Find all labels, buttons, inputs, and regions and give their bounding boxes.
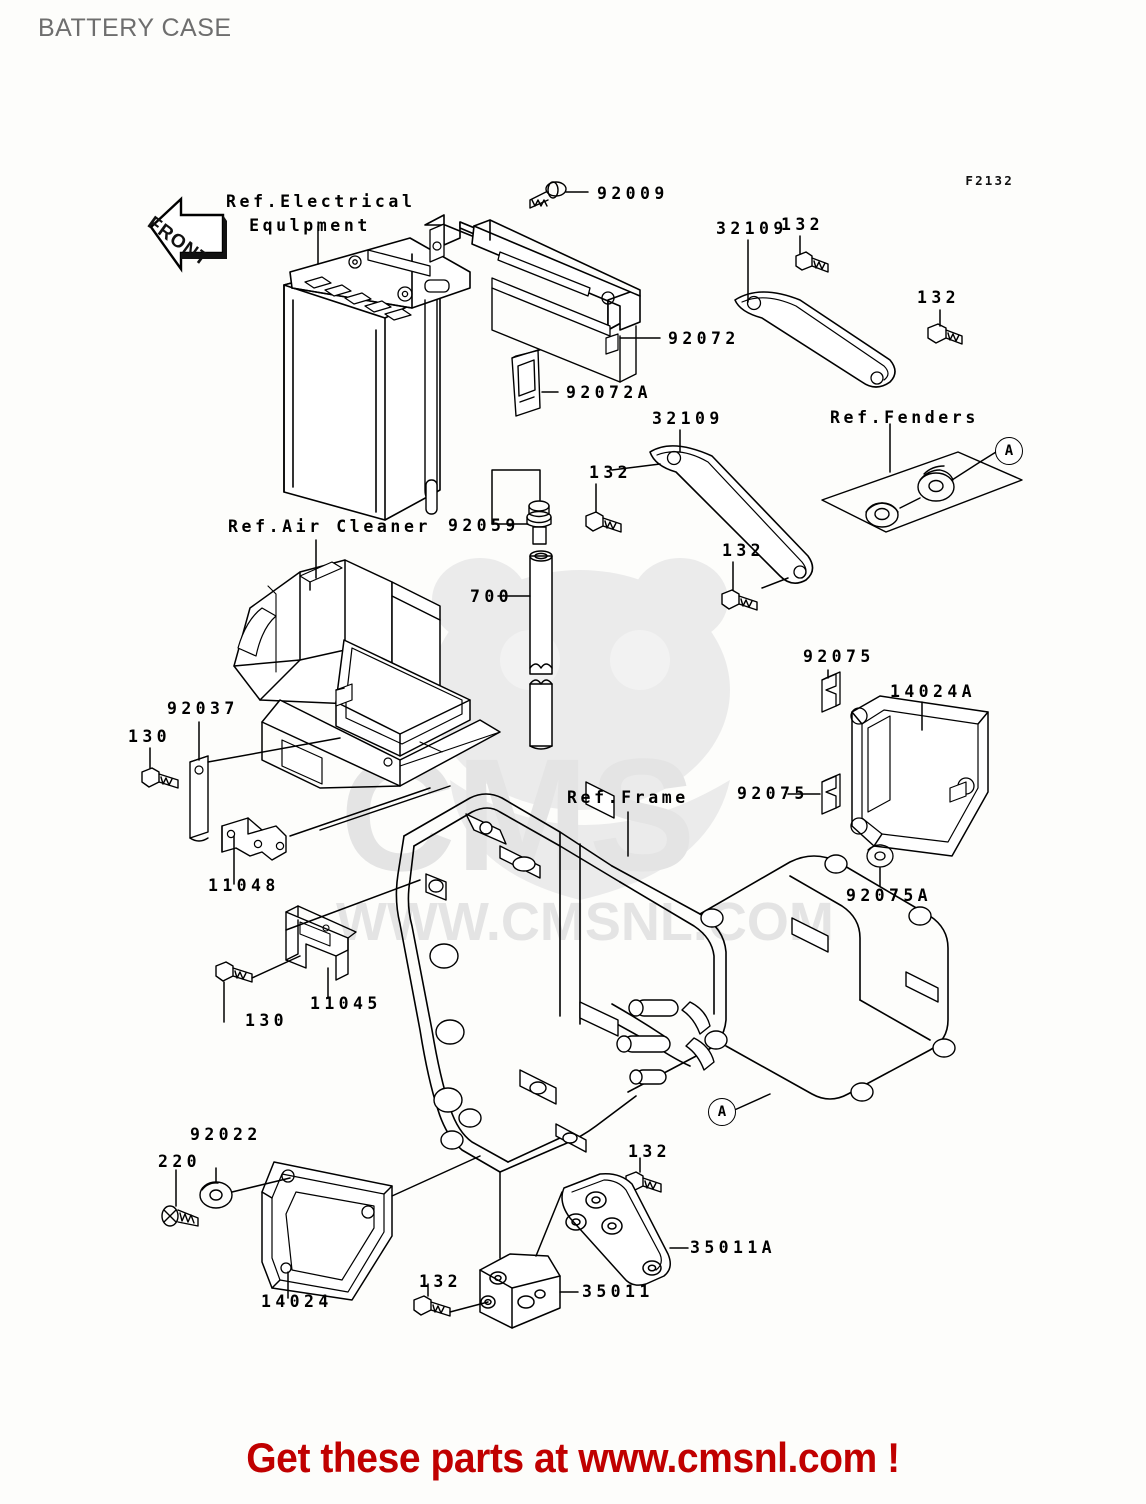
band-92037 xyxy=(189,755,209,842)
battery-strap-32109-top xyxy=(734,291,896,388)
part-label-130-b: 130 xyxy=(245,1011,289,1030)
part-label-11048: 11048 xyxy=(208,876,280,895)
group-outlines xyxy=(319,785,451,831)
ref-frame-label: Ref.Frame xyxy=(567,788,689,807)
part-label-130-a: 130 xyxy=(128,727,172,746)
ref-fenders-label: Ref.Fenders xyxy=(830,408,979,427)
bolt-132-f xyxy=(413,1295,451,1317)
motorcycle-frame xyxy=(395,781,956,1173)
diagram-code: F2132 xyxy=(965,173,1014,188)
part-label-132-b: 132 xyxy=(917,288,961,307)
part-label-700: 700 xyxy=(470,587,514,606)
bolt-132-b xyxy=(927,323,963,345)
part-label-35011: 35011 xyxy=(582,1282,654,1301)
part-label-220: 220 xyxy=(158,1152,202,1171)
part-label-35011a: 35011A xyxy=(690,1238,777,1257)
part-label-92075-mid: 92075 xyxy=(737,784,809,803)
ref-electrical-equipment-label: Ref.Electrical Equlpment xyxy=(226,192,416,235)
fastener-92059 xyxy=(526,500,552,545)
bolt-130-a xyxy=(141,767,179,789)
bracket-11045 xyxy=(285,905,357,981)
leader-lines xyxy=(149,191,997,1313)
side-cover-14024a xyxy=(850,695,989,857)
part-label-92009: 92009 xyxy=(597,184,669,203)
screw-220 xyxy=(161,1205,199,1227)
part-label-132-e: 132 xyxy=(628,1142,672,1161)
grommet-92075a xyxy=(866,844,894,868)
part-label-132-d: 132 xyxy=(722,541,766,560)
bolt-132-d xyxy=(721,589,758,611)
part-label-32109-top: 32109 xyxy=(716,219,788,238)
part-label-92059: 92059 xyxy=(448,516,520,535)
callout-a-top: A xyxy=(995,437,1023,465)
screw-92009 xyxy=(529,181,567,209)
clip-92075-top xyxy=(821,671,841,713)
side-cover-14024 xyxy=(261,1161,393,1301)
engine-bracket-35011a xyxy=(561,1172,671,1286)
battery-band-92072 xyxy=(424,214,641,383)
clip-92075-mid xyxy=(821,773,841,815)
part-label-132-f: 132 xyxy=(419,1272,463,1291)
bracket-11048 xyxy=(221,817,287,861)
page-title: BATTERY CASE xyxy=(38,14,232,42)
part-label-132-a: 132 xyxy=(781,215,825,234)
battery-strap-32109-mid xyxy=(649,445,814,584)
part-label-32109-mid: 32109 xyxy=(652,409,724,428)
grommet-large xyxy=(917,465,955,502)
part-label-92037: 92037 xyxy=(167,699,239,718)
washer-92022 xyxy=(199,1181,233,1209)
part-label-92022: 92022 xyxy=(190,1125,262,1144)
part-label-92075a: 92075A xyxy=(846,886,933,905)
bolt-132-c xyxy=(585,511,622,533)
footer-cta: Get these parts at www.cmsnl.com ! xyxy=(246,1434,900,1481)
part-label-14024a: 14024A xyxy=(890,682,977,701)
part-label-92075-top: 92075 xyxy=(803,647,875,666)
part-label-132-c: 132 xyxy=(589,463,633,482)
part-label-11045: 11045 xyxy=(310,994,382,1013)
part-label-14024: 14024 xyxy=(261,1292,333,1311)
part-label-92072: 92072 xyxy=(668,329,740,348)
battery xyxy=(283,237,471,521)
bolt-132-a xyxy=(795,251,829,273)
ref-fenders-group xyxy=(821,451,1023,533)
bolt-130-b xyxy=(215,961,253,983)
band-700 xyxy=(529,550,553,750)
air-cleaner-assembly xyxy=(233,559,501,789)
engine-bracket-35011 xyxy=(479,1253,561,1329)
front-direction-marker: FRONT xyxy=(143,191,231,283)
ref-air-cleaner-label: Ref.Air Cleaner xyxy=(228,517,432,536)
grommet-small xyxy=(865,502,899,528)
pad-92072a xyxy=(511,349,541,417)
callout-a-bottom: A xyxy=(708,1098,736,1126)
part-label-92072a: 92072A xyxy=(566,383,653,402)
